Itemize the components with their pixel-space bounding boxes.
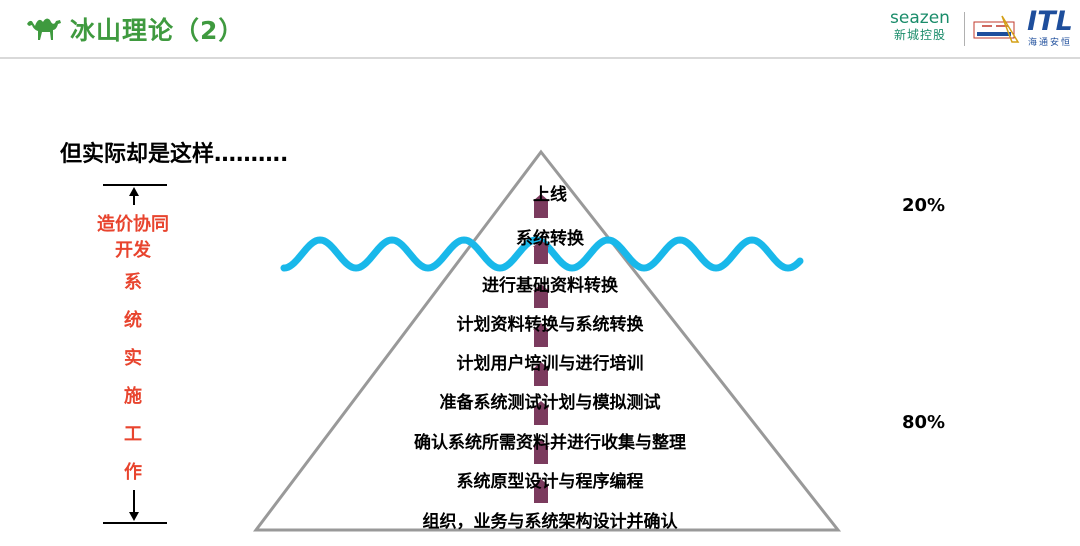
side-label-char: 作 (124, 462, 142, 483)
slide-header: 冰山理论（2） seazen 新城控股 ITL 海通安恒 (0, 0, 1080, 60)
side-label-char: 工 (124, 424, 142, 445)
itl-logo-cn: 海通安恒 (1027, 38, 1072, 48)
seazen-logo-text: seazen (890, 8, 950, 28)
layer-label: 系统转换 (516, 229, 584, 249)
up-arrow-head-icon (533, 323, 549, 330)
camel-icon (27, 18, 61, 40)
side-label-char: 施 (124, 386, 142, 407)
arrow-segment (534, 368, 548, 386)
percent-top: 20% (902, 195, 946, 216)
seazen-logo-cn: 新城控股 (893, 28, 946, 42)
up-arrow-head-icon (533, 362, 549, 369)
layer-label: 系统原型设计与程序编程 (456, 472, 644, 492)
side-label-char: 系 (124, 272, 142, 293)
arrow-segment (534, 200, 548, 218)
side-label-char: 实 (124, 348, 142, 369)
side-label-line2: 开发 (115, 240, 151, 261)
up-arrow-head-icon (533, 440, 549, 447)
up-arrow-head-icon (533, 401, 549, 408)
arrow-chain (533, 194, 549, 503)
partner-logo-icon (973, 15, 1020, 43)
itl-logo: ITL 海通安恒 (1024, 6, 1076, 48)
arrow-segment (534, 407, 548, 425)
arrow-segment (534, 246, 548, 264)
arrow-segment (534, 329, 548, 347)
layer-label: 计划用户培训与进行培训 (456, 354, 644, 374)
down-arrow-icon (129, 512, 139, 521)
up-arrow-head-icon (533, 240, 549, 247)
layer-label: 准备系统测试计划与模拟测试 (439, 393, 661, 413)
side-label: 造价协同 开发 系 统 实 施 工 作 (88, 212, 178, 492)
up-arrow-icon (129, 187, 139, 196)
side-label-line1: 造价协同 (97, 214, 169, 235)
up-arrow-head-icon (533, 194, 549, 201)
arrow-segment (534, 485, 548, 503)
side-label-char: 统 (124, 310, 142, 331)
logo-divider (964, 12, 965, 46)
header-divider (0, 57, 1080, 59)
arrow-segment (534, 290, 548, 308)
itl-logo-text: ITL (1027, 6, 1073, 37)
arrow-segment (534, 446, 548, 464)
seazen-logo: seazen 新城控股 (884, 9, 956, 43)
layer-label: 上线 (533, 185, 567, 205)
pyramid-outline (252, 149, 842, 532)
up-arrow-head-icon (533, 479, 549, 486)
slide-title: 冰山理论（2） (70, 16, 245, 45)
range-bracket (103, 184, 167, 524)
layer-label: 计划资料转换与系统转换 (456, 315, 644, 335)
percent-bottom: 80% (902, 412, 946, 433)
up-arrow-head-icon (533, 284, 549, 291)
layer-label: 组织，业务与系统架构设计并确认 (422, 512, 678, 532)
layer-label: 确认系统所需资料并进行收集与整理 (414, 433, 686, 453)
layer-label: 进行基础资料转换 (482, 276, 618, 296)
subtitle: 但实际却是这样………. (60, 142, 289, 167)
